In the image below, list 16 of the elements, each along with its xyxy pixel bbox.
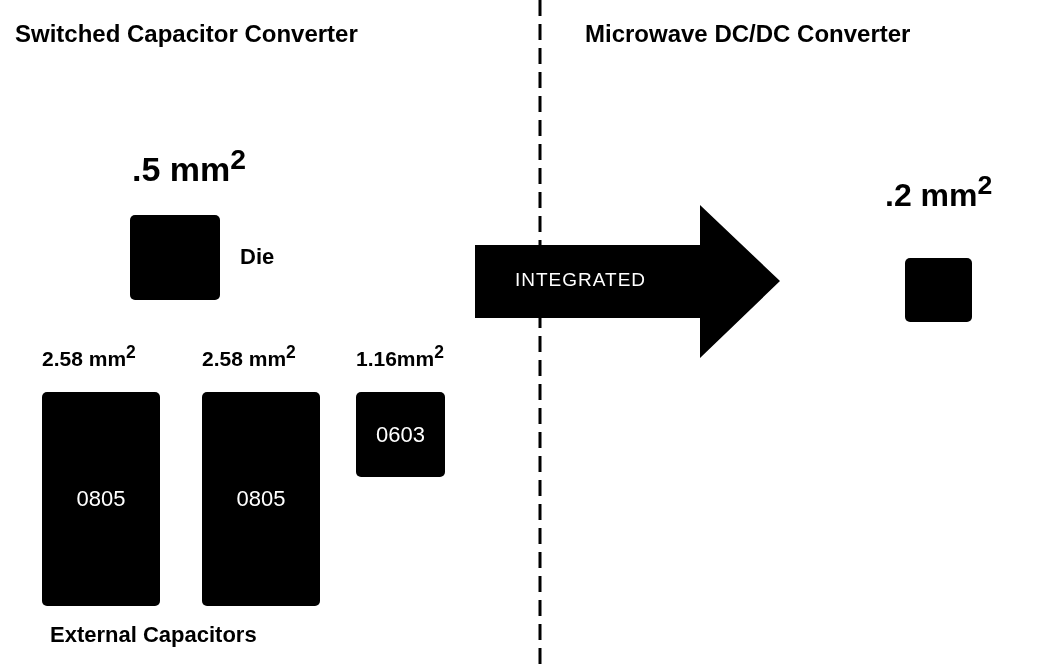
capacitor-block: 0805 (202, 392, 320, 606)
size-label: 1.16mm$^{2}$ (356, 342, 444, 371)
capacitor-block: 0603 (356, 392, 445, 477)
size-label: 2.58 mm$^{2}$ (202, 342, 296, 371)
size-label: .2 mm$^{2}$ (885, 170, 993, 214)
size-label: Die (240, 244, 275, 270)
die-box (130, 215, 220, 300)
caption-label: External Capacitors (50, 622, 257, 648)
block-arrow (475, 205, 780, 358)
section-heading: Microwave DC/DC Converter (585, 20, 911, 48)
size-label: 2.58 mm$^{2}$ (42, 342, 136, 371)
section-heading: Switched Capacitor Converter (15, 20, 358, 48)
capacitor-block: 0805 (42, 392, 160, 606)
arrow-label: INTEGRATED (515, 269, 647, 291)
size-label: .5 mm$^{2}$ (132, 143, 247, 190)
die-box (905, 258, 972, 322)
